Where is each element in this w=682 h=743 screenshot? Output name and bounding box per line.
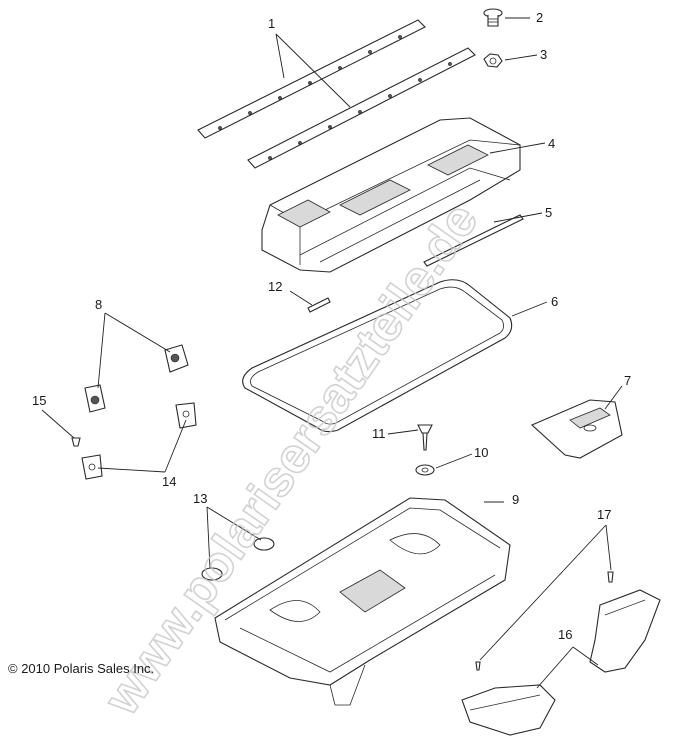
copyright-notice: © 2010 Polaris Sales Inc. <box>8 661 155 676</box>
callout-4: 4 <box>548 136 555 151</box>
callout-9: 9 <box>512 492 519 507</box>
part-11-fastener <box>417 424 433 451</box>
callout-3: 3 <box>540 47 547 62</box>
callout-7: 7 <box>624 373 631 388</box>
leader-lines <box>41 17 623 689</box>
callout-8: 8 <box>95 297 102 312</box>
callout-14: 14 <box>162 474 176 489</box>
callout-6: 6 <box>551 294 558 309</box>
part-14-brackets <box>81 402 197 480</box>
part-10-washer <box>415 464 435 476</box>
part-13-plugs <box>201 537 275 581</box>
part-17-clips <box>475 571 614 671</box>
callout-11: 11 <box>372 426 386 441</box>
callout-16: 16 <box>558 627 572 642</box>
part-4-storage-lid <box>261 117 521 273</box>
callout-10: 10 <box>474 445 488 460</box>
part-8-latches <box>84 344 189 413</box>
callout-numbers: 1 2 3 4 5 6 7 8 9 10 11 12 13 14 15 16 1… <box>32 10 631 642</box>
part-7-plate <box>530 399 623 459</box>
callout-12: 12 <box>268 279 282 294</box>
part-6-lid-seal <box>242 279 513 433</box>
part-9-storage-tub <box>214 497 511 706</box>
part-16-guards <box>461 589 661 736</box>
callout-13: 13 <box>193 491 207 506</box>
part-3-nut <box>483 53 503 68</box>
callout-17: 17 <box>597 507 611 522</box>
part-15-clip <box>71 437 81 447</box>
part-1-seal-strips <box>197 19 476 169</box>
callout-2: 2 <box>536 10 543 25</box>
callout-15: 15 <box>32 393 46 408</box>
callout-5: 5 <box>545 205 552 220</box>
part-2-screw <box>483 8 503 27</box>
part-5-rod <box>423 214 524 267</box>
part-12-pin <box>307 297 331 313</box>
callout-1: 1 <box>268 16 275 31</box>
